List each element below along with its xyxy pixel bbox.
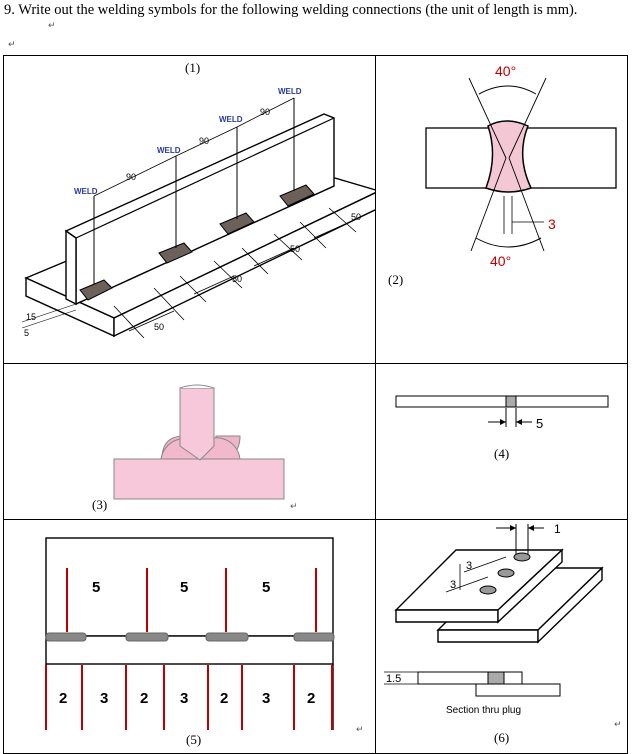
tee-joint-drawing: WELD WELD WELD WELD 90 90 90	[21, 87, 381, 339]
question-text: 9. Write out the welding symbols for the…	[4, 2, 578, 18]
top-number: 5	[92, 579, 100, 596]
bottom-number: 3	[180, 690, 188, 707]
figure-4-cell: 5 (4)	[375, 363, 628, 520]
gap-label: 5	[536, 416, 543, 431]
figure-3-label: (3)	[92, 497, 108, 512]
length-label: 50	[154, 322, 164, 332]
weld-bead	[79, 279, 113, 301]
return-mark: ↵	[8, 40, 16, 50]
figure-1-label: (1)	[185, 60, 201, 75]
bottom-number: 2	[59, 690, 67, 707]
return-mark: ↵	[614, 720, 622, 730]
butt-weld-drawing: 40° 40° 3	[425, 63, 617, 269]
weld-label: WELD	[219, 115, 243, 124]
bottom-number: 2	[220, 690, 228, 707]
gap-label: 3	[548, 216, 556, 232]
figure-5-cell: 5 5 5 2 3 2 3 2 3 2 (5) ↵	[3, 519, 376, 754]
figure-4-label: (4)	[494, 446, 510, 461]
pitch-label: 90	[126, 172, 136, 182]
weld-label: WELD	[157, 146, 181, 155]
spacing-label: 3	[466, 560, 472, 572]
top-number: 5	[262, 579, 270, 596]
figure-6-label: (6)	[494, 730, 510, 745]
length-label: 50	[290, 244, 300, 254]
length-label: 50	[232, 274, 242, 284]
figure-table: (1)	[3, 55, 628, 754]
pitch-label: 90	[199, 136, 209, 146]
return-mark: ↵	[290, 502, 298, 512]
bottom-number: 3	[262, 690, 270, 707]
bottom-number: 2	[140, 690, 148, 707]
figure-2-cell: 40° 40° 3 (2)	[375, 55, 628, 364]
figure-2-label: (2)	[388, 272, 404, 287]
return-mark: ↵	[48, 21, 56, 31]
figure-5-label: (5)	[186, 732, 202, 747]
spacing-label: 3	[450, 579, 456, 591]
fillet-tee-drawing	[113, 384, 285, 500]
plug-weld-drawing: 1 3 3 1.5 Section thru plug	[384, 522, 604, 716]
figure-6-cell: 1 3 3 1.5 Section thru plug (6) ↵	[375, 519, 628, 754]
weld-bead	[279, 184, 315, 207]
bottom-number: 2	[307, 690, 315, 707]
bottom-angle-label: 40°	[490, 253, 511, 269]
return-mark: ↵	[356, 725, 364, 735]
figure-1-cell: (1)	[3, 55, 381, 364]
section-caption: Section thru plug	[446, 705, 521, 716]
size-label: 5	[24, 328, 29, 338]
length-label: 50	[351, 212, 361, 222]
plug-layout-drawing: 5 5 5 2 3 2 3 2 3 2	[45, 537, 335, 730]
weld-label: WELD	[278, 87, 302, 96]
weld-label: WELD	[74, 187, 98, 196]
bottom-number: 3	[100, 690, 108, 707]
top-angle-label: 40°	[495, 63, 516, 79]
size-label: 15	[26, 312, 36, 322]
pitch-label: 90	[260, 107, 270, 117]
thickness-label: 1.5	[386, 673, 401, 685]
square-butt-drawing: 5	[395, 395, 609, 431]
top-dim-label: 1	[554, 522, 561, 536]
top-number: 5	[180, 579, 188, 596]
figure-3-cell: (3) ↵	[3, 363, 376, 520]
